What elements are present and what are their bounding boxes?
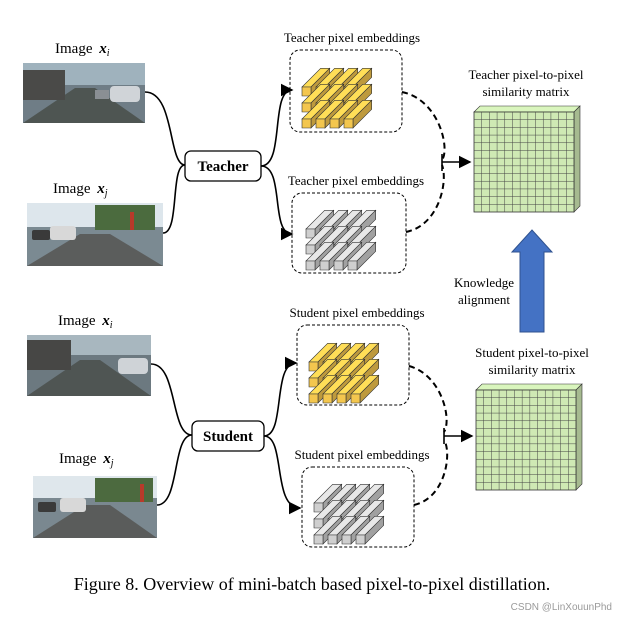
teacher-image-j-photo [27, 203, 163, 266]
teacher-node-label: Teacher [197, 159, 248, 175]
cube-front-face [305, 228, 316, 239]
cube-front-face [305, 260, 316, 271]
cube-front-face [308, 393, 319, 404]
alignment-label-line1: Knowledge [454, 275, 514, 290]
teacher-top-embedding-box [289, 49, 403, 133]
student-image-j-connector [156, 434, 193, 506]
matrix-face [473, 111, 575, 213]
student-image-i-photo [27, 335, 151, 396]
teacher-top-dashed-connector [401, 91, 446, 161]
student-top-embedding-icon [308, 342, 380, 404]
cube-front-face [336, 393, 347, 404]
cube-front-face [333, 260, 344, 271]
student-matrix-label-line2: similarity matrix [488, 362, 576, 377]
student-to-bottom-embedding-arrow [263, 435, 302, 515]
cube-front-face [350, 393, 361, 404]
cube-front-face [305, 244, 316, 255]
cube-front-face [341, 534, 352, 545]
teacher-top-embedding-icon [301, 67, 373, 129]
cube-front-face [343, 118, 354, 129]
matrix-side-edge [575, 383, 583, 491]
cube-front-face [301, 86, 312, 97]
teacher-bottom-embedding-box [291, 192, 407, 274]
cube-front-face [355, 534, 366, 545]
teacher-bottom-embedding-icon [305, 209, 377, 271]
student-bottom-embedding-box [301, 466, 415, 548]
student-top-dashed-connector [408, 365, 448, 433]
teacher-top-embedding-label: Teacher pixel embeddings [284, 30, 420, 45]
teacher-to-top-embedding-arrow [260, 83, 294, 167]
teacher-image-j-connector [162, 164, 186, 234]
cube-front-face [319, 260, 330, 271]
student-bottom-dashed-connector [413, 439, 449, 506]
student-to-top-embedding-arrow [263, 356, 298, 437]
cube-front-face [329, 118, 340, 129]
cube-front-face [322, 393, 333, 404]
knowledge-alignment-up-arrow-icon [510, 229, 554, 333]
alignment-label-line2: alignment [458, 292, 510, 307]
student-similarity-matrix [475, 383, 583, 491]
cube-front-face [301, 118, 312, 129]
teacher-image-j-label: Image xj [53, 181, 108, 199]
student-node-label: Student [203, 429, 253, 445]
matrix-top-edge [473, 105, 581, 113]
teacher-matrix-label-line1: Teacher pixel-to-pixel [469, 67, 584, 82]
student-top-embedding-label: Student pixel embeddings [289, 305, 424, 320]
cube-front-face [327, 534, 338, 545]
cube-front-face [301, 102, 312, 113]
cube-front-face [347, 260, 358, 271]
teacher-similarity-matrix [473, 105, 581, 213]
student-bottom-embedding-label: Student pixel embeddings [294, 447, 429, 462]
matrix-top-edge [475, 383, 583, 391]
student-bottom-embedding-icon [313, 483, 385, 545]
cube-front-face [308, 361, 319, 372]
teacher-image-i-label: Image xi [55, 41, 110, 59]
matrix-face [475, 389, 577, 491]
cube-front-face [308, 377, 319, 388]
figure-caption: Figure 8. Overview of mini-batch based p… [74, 574, 550, 594]
cube-front-face [315, 118, 326, 129]
teacher-image-i-photo [23, 63, 145, 123]
cube-front-face [313, 518, 324, 529]
student-image-i-connector [150, 363, 193, 436]
student-image-j-photo [33, 476, 157, 538]
teacher-bottom-embedding-label: Teacher pixel embeddings [288, 173, 424, 188]
student-matrix-label-line1: Student pixel-to-pixel [475, 345, 589, 360]
cube-front-face [313, 502, 324, 513]
student-image-j-label: Image xj [59, 451, 114, 469]
teacher-matrix-label-line2: similarity matrix [482, 84, 570, 99]
watermark: CSDN @LinXouunPhd [511, 602, 612, 613]
teacher-image-i-connector [144, 91, 186, 166]
cube-front-face [313, 534, 324, 545]
matrix-side-edge [573, 105, 581, 213]
student-image-i-label: Image xi [58, 313, 113, 331]
teacher-to-bottom-embedding-arrow [260, 165, 294, 241]
student-top-embedding-box [296, 324, 410, 406]
